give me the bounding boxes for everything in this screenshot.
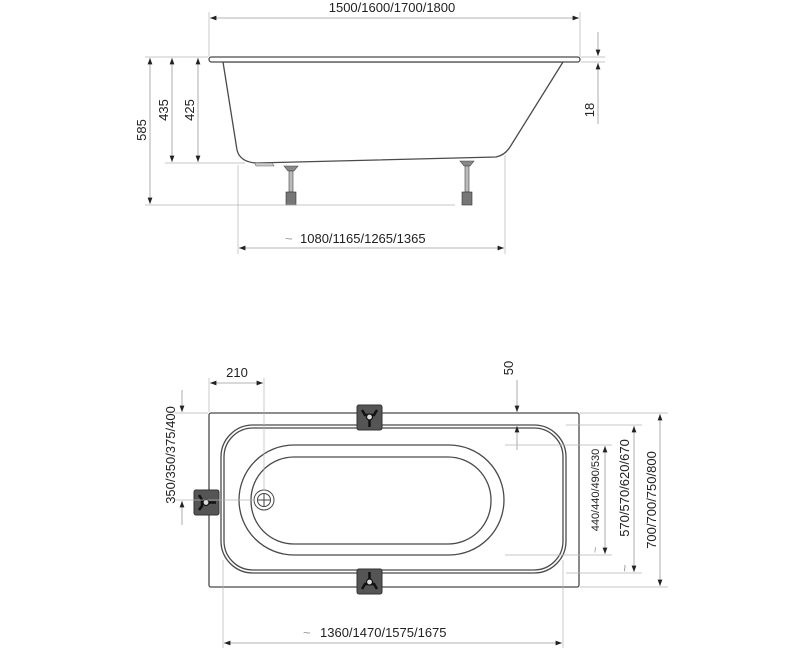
bowl-width-label: 570/570/620/670 (617, 439, 632, 537)
tub-body-side (222, 61, 565, 164)
overall-width-label: 700/700/750/800 (644, 451, 659, 549)
rim-thickness-label: 18 (582, 103, 597, 117)
foot-bracket-icon (356, 568, 383, 595)
rim-height-inner-label: 425 (182, 99, 197, 121)
bottom-ring-inner (250, 456, 492, 545)
inner-width-label: 440/440/490/530 (590, 449, 602, 532)
inner-length-label: 1360/1470/1575/1675 (320, 625, 447, 640)
drain-icon (253, 489, 275, 511)
overall-length-label: 1500/1600/1700/1800 (329, 0, 456, 15)
foot-bracket-icon (356, 404, 383, 431)
leg-span-label: 1080/1165/1265/1365 (300, 231, 426, 246)
total-height-label: 585 (134, 119, 149, 141)
approx-symbol: ~ (285, 231, 293, 246)
side-view: 1500/1600/1700/1800 585 435 425 1 (134, 0, 605, 254)
approx-symbol: ~ (303, 625, 311, 640)
side-foot-position-label: 350/350/375/400 (163, 406, 178, 504)
approx-symbol: ~ (617, 564, 632, 572)
rim-width-label: 50 (501, 361, 516, 375)
tub-rim-side (208, 56, 581, 63)
leg (283, 165, 299, 206)
approx-symbol: ~ (590, 547, 602, 553)
rim-height-outer-label: 435 (156, 99, 171, 121)
leg (459, 160, 475, 206)
drain-offset-label: 210 (226, 365, 248, 380)
foot-bracket-icon (193, 489, 220, 516)
drain-outlet (254, 162, 275, 167)
plan-view: 210 50 350/350/375/400 440/440/490/530 ~… (163, 361, 668, 648)
